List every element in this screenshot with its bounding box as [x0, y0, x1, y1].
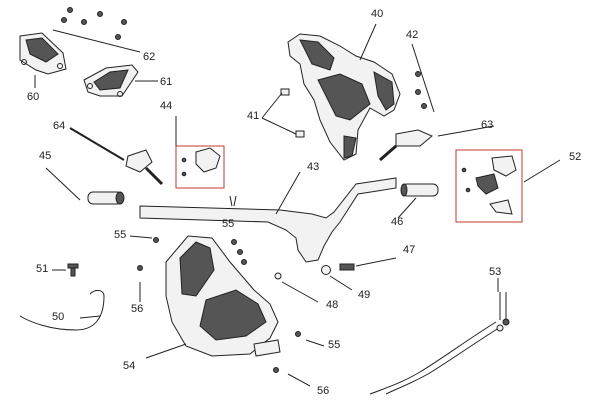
bolt-part-51: [67, 263, 79, 277]
callout-55-left: 55: [114, 229, 127, 241]
clips-part-41: [280, 88, 305, 138]
callout-64: 64: [53, 120, 66, 132]
screws-cluster: [61, 7, 127, 40]
switch-left-part-44: [175, 116, 225, 189]
callout-55-top: 55: [222, 218, 235, 230]
callout-56-left: 56: [131, 303, 144, 315]
bolt-part-47: [339, 263, 355, 271]
mirror-left-part-64: [125, 149, 164, 186]
callout-60: 60: [27, 91, 40, 103]
bracket-part-61: [83, 64, 139, 97]
callout-56-bottom: 56: [317, 385, 330, 397]
callout-63: 63: [481, 119, 494, 131]
callout-42: 42: [406, 29, 419, 41]
callout-43: 43: [307, 161, 320, 173]
bracket-part-60: [19, 32, 67, 75]
callout-55-bottom: 55: [328, 339, 341, 351]
callout-45: 45: [39, 150, 52, 162]
throttle-cable-part-53: [369, 292, 510, 395]
callout-51: 51: [36, 263, 49, 275]
mirror-right-part-63: [379, 129, 433, 162]
handlebar-part-43: [139, 177, 397, 263]
callout-47: 47: [403, 244, 416, 256]
callout-46: 46: [391, 216, 404, 228]
switch-right-part-52: [455, 149, 523, 223]
callout-54: 54: [123, 360, 136, 372]
callout-41: 41: [247, 110, 260, 122]
callout-44: 44: [160, 100, 173, 112]
grip-left-part-45: [87, 191, 125, 205]
callout-48: 48: [326, 299, 339, 311]
grip-right-part-46: [400, 183, 439, 197]
callout-49: 49: [358, 289, 371, 301]
cable-part-50: [19, 289, 105, 331]
callout-52: 52: [569, 151, 582, 163]
callout-50: 50: [52, 311, 65, 323]
front-cover-part-54: [165, 235, 281, 357]
upper-cover-part-40: [287, 33, 401, 161]
callout-61: 61: [160, 76, 173, 88]
callout-40: 40: [371, 8, 384, 20]
callout-53: 53: [489, 266, 502, 278]
callout-62: 62: [143, 51, 156, 63]
